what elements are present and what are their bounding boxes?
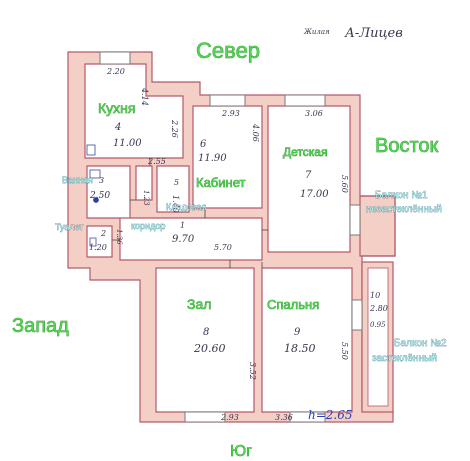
kitchen-dim-bottom: 2.55 <box>147 157 166 166</box>
kitchen-dim-right: 4.14 <box>140 87 149 106</box>
windows <box>99 51 363 423</box>
hall-area: 20.60 <box>193 342 226 355</box>
pantry-label: Кладовая <box>166 202 206 212</box>
bathroom-area: 2.50 <box>89 191 110 201</box>
window-kitchen <box>99 51 131 65</box>
window-nursery <box>284 94 326 107</box>
balcony-2: 10 2.80 0.95 Балкон №2 застеклённый <box>369 291 447 364</box>
kitchen-area: 11.00 <box>113 138 142 149</box>
balcony1-note: незастеклённый <box>366 204 442 215</box>
corridor-number: 1 <box>180 221 185 230</box>
nursery-dim-top: 3.06 <box>305 109 323 118</box>
stamp-left: Жилая <box>303 28 330 36</box>
hall-label: Зал <box>187 296 211 312</box>
bedroom-number: 9 <box>294 327 301 338</box>
bathroom-label: Ванная <box>62 175 93 185</box>
window-bedroom <box>289 411 326 423</box>
hall-number: 8 <box>203 327 209 338</box>
bedroom-area: 18.50 <box>284 342 316 355</box>
stove-icon <box>86 144 96 156</box>
room-pantry: 5 1.40 1.23 Кладовая <box>142 178 207 213</box>
office-dim-top: 2.93 <box>221 109 240 118</box>
toilet-number: 2 <box>100 229 106 238</box>
room-nursery: 3.06 Детская 7 17.00 5.60 <box>283 109 349 200</box>
pantry-dim: 1.23 <box>142 190 150 206</box>
nursery-number: 7 <box>305 170 312 181</box>
stamp: Жилая А-Лицев <box>303 26 403 41</box>
nursery-area: 17.00 <box>300 189 329 200</box>
fixtures <box>86 144 101 247</box>
label-east: Восток <box>375 135 439 157</box>
room-kitchen: Кухня 4 11.00 2.20 4.14 2.26 2.55 <box>98 67 179 166</box>
hall-dim-right: 3.52 <box>248 362 257 380</box>
doors <box>112 158 268 268</box>
toilet-dim: 1.36 <box>115 229 123 245</box>
window-balcony2 <box>351 299 363 331</box>
corridor-area: 9.70 <box>172 234 195 245</box>
room-hall: Зал 8 20.60 3.52 2.93 <box>187 296 257 422</box>
label-north: Север <box>196 38 260 63</box>
room-bathroom: Ванная 3 2.50 <box>62 175 111 201</box>
corridor-dim: 5.70 <box>214 243 232 252</box>
nursery-label: Детская <box>283 145 327 159</box>
room-corridor: коридор 1 9.70 5.70 <box>131 221 232 252</box>
room-bedroom: Спальня 9 18.50 3.36 5.50 <box>267 297 349 422</box>
window-office <box>209 94 246 107</box>
bedroom-dim-right: 5.50 <box>340 342 349 360</box>
drain-icon <box>93 197 99 203</box>
label-south: Юг <box>230 443 252 460</box>
balcony2-number: 10 <box>370 291 380 300</box>
office-label: Кабинет <box>196 175 245 190</box>
toilet-area: 1.20 <box>89 243 107 252</box>
office-area: 11.90 <box>198 153 227 164</box>
office-dim-right: 4.06 <box>251 123 260 142</box>
balcony2-dim: 0.95 <box>370 321 386 329</box>
label-west: Запад <box>12 315 69 337</box>
compass-labels: Север Восток Запад Юг <box>12 38 439 461</box>
sink-icon <box>89 169 101 179</box>
window-balcony1 <box>349 204 361 236</box>
wall-layer <box>67 51 396 423</box>
corridor-label: коридор <box>131 221 165 231</box>
room-office: 2.93 4.06 6 11.90 Кабинет <box>196 109 260 190</box>
height-note: h=2.65 <box>308 408 353 422</box>
balcony2-label: Балкон №2 <box>394 338 447 349</box>
toilet-label: Туалет <box>55 222 83 232</box>
pantry-number: 5 <box>174 178 179 187</box>
pantry-area: 1.40 <box>171 195 180 213</box>
balcony-1: Балкон №1 незастеклённый <box>366 190 442 216</box>
balcony-2-inner <box>367 267 389 407</box>
bedroom-label: Спальня <box>267 297 319 312</box>
bathroom-number: 3 <box>99 176 104 185</box>
balcony2-area: 2.80 <box>369 304 388 313</box>
nursery-dim-right: 5.60 <box>340 175 349 193</box>
kitchen-dim-top: 2.20 <box>106 67 125 76</box>
balcony1-label: Балкон №1 <box>375 190 428 201</box>
stamp-right: А-Лицев <box>344 26 403 41</box>
room-toilet: Туалет 2 1.20 1.36 <box>55 222 123 252</box>
kitchen-number: 4 <box>114 122 121 133</box>
kitchen-dim-right2: 2.26 <box>170 119 179 138</box>
toilet-icon <box>89 237 97 247</box>
office-number: 6 <box>200 139 207 150</box>
hall-dim-bottom: 2.93 <box>220 413 239 422</box>
window-hall <box>184 411 226 423</box>
balcony2-note: застеклённый <box>372 353 437 364</box>
bedroom-dim-bottom: 3.36 <box>275 413 293 422</box>
kitchen-label: Кухня <box>98 100 135 116</box>
